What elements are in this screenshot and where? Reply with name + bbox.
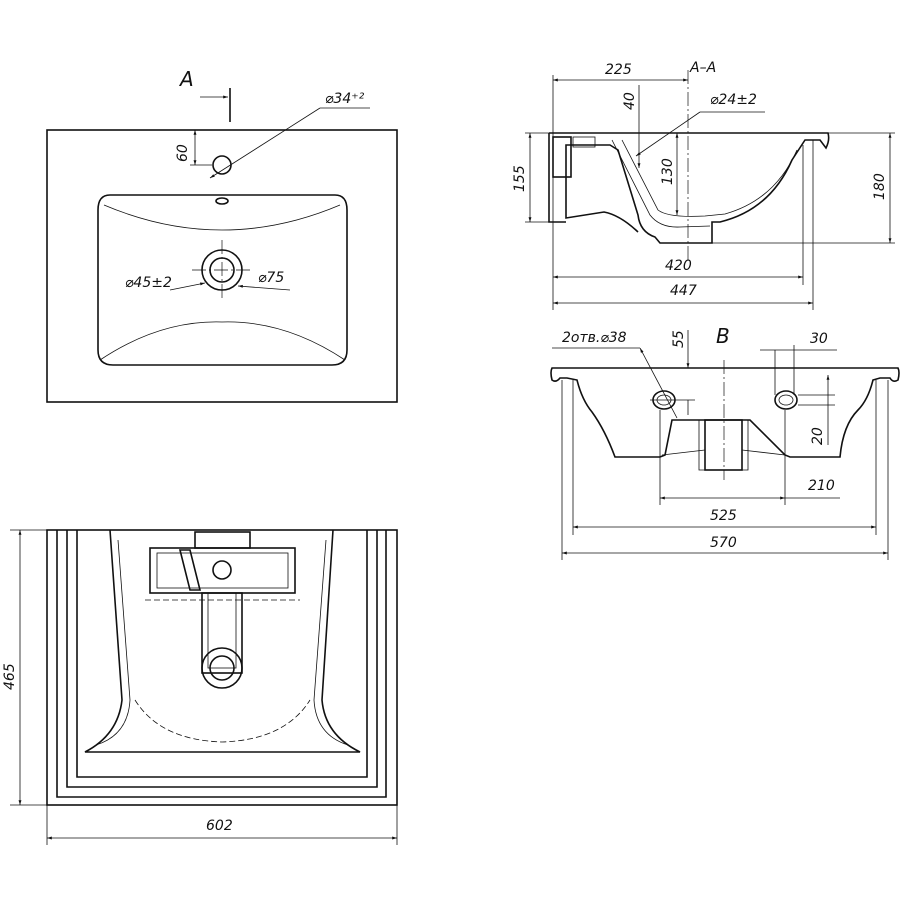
view-b-title: B [716,324,730,348]
hole-size-label: 30 [810,331,828,347]
section-mark-label: A [178,67,194,91]
top-view: A ⌀34⁺² 60 ⌀45±2 ⌀75 [46,67,398,403]
bottom-view: 465 602 [2,529,398,845]
height-left-label: 155 [512,165,528,192]
hole-offset-label: 55 [671,330,687,348]
section-aa-view: A–A 225 40 ⌀24±2 155 130 180 420 447 [512,60,895,310]
view-b: B 2отв.⌀38 55 30 20 210 525 570 [550,324,900,560]
hole-span-label: 525 [710,508,737,524]
view-b-width-label: 570 [710,535,737,551]
drain-label: ⌀45±2 [125,275,172,291]
inner-width-label: 420 [665,258,692,274]
width-label: 602 [206,818,233,834]
hole-gap-label: 210 [808,478,835,494]
depth-offset-label: 225 [605,62,632,78]
depth-label: 465 [2,663,18,690]
bowl-depth-label: 130 [660,158,676,185]
section-aa-title: A–A [689,60,716,76]
holes-label: 2отв.⌀38 [562,330,627,346]
overflow-offset-label: 40 [622,92,638,110]
overflow-hole-label: ⌀24±2 [710,92,757,108]
drain-outer-label: ⌀75 [258,270,284,286]
height-total-label: 180 [872,173,888,200]
hole-height-label: 20 [810,427,826,445]
faucet-hole-label: ⌀34⁺² [325,91,365,107]
faucet-hole [212,155,232,175]
outer-width-label: 447 [670,283,697,299]
overflow-hole [215,197,229,205]
faucet-offset-label: 60 [175,144,191,162]
